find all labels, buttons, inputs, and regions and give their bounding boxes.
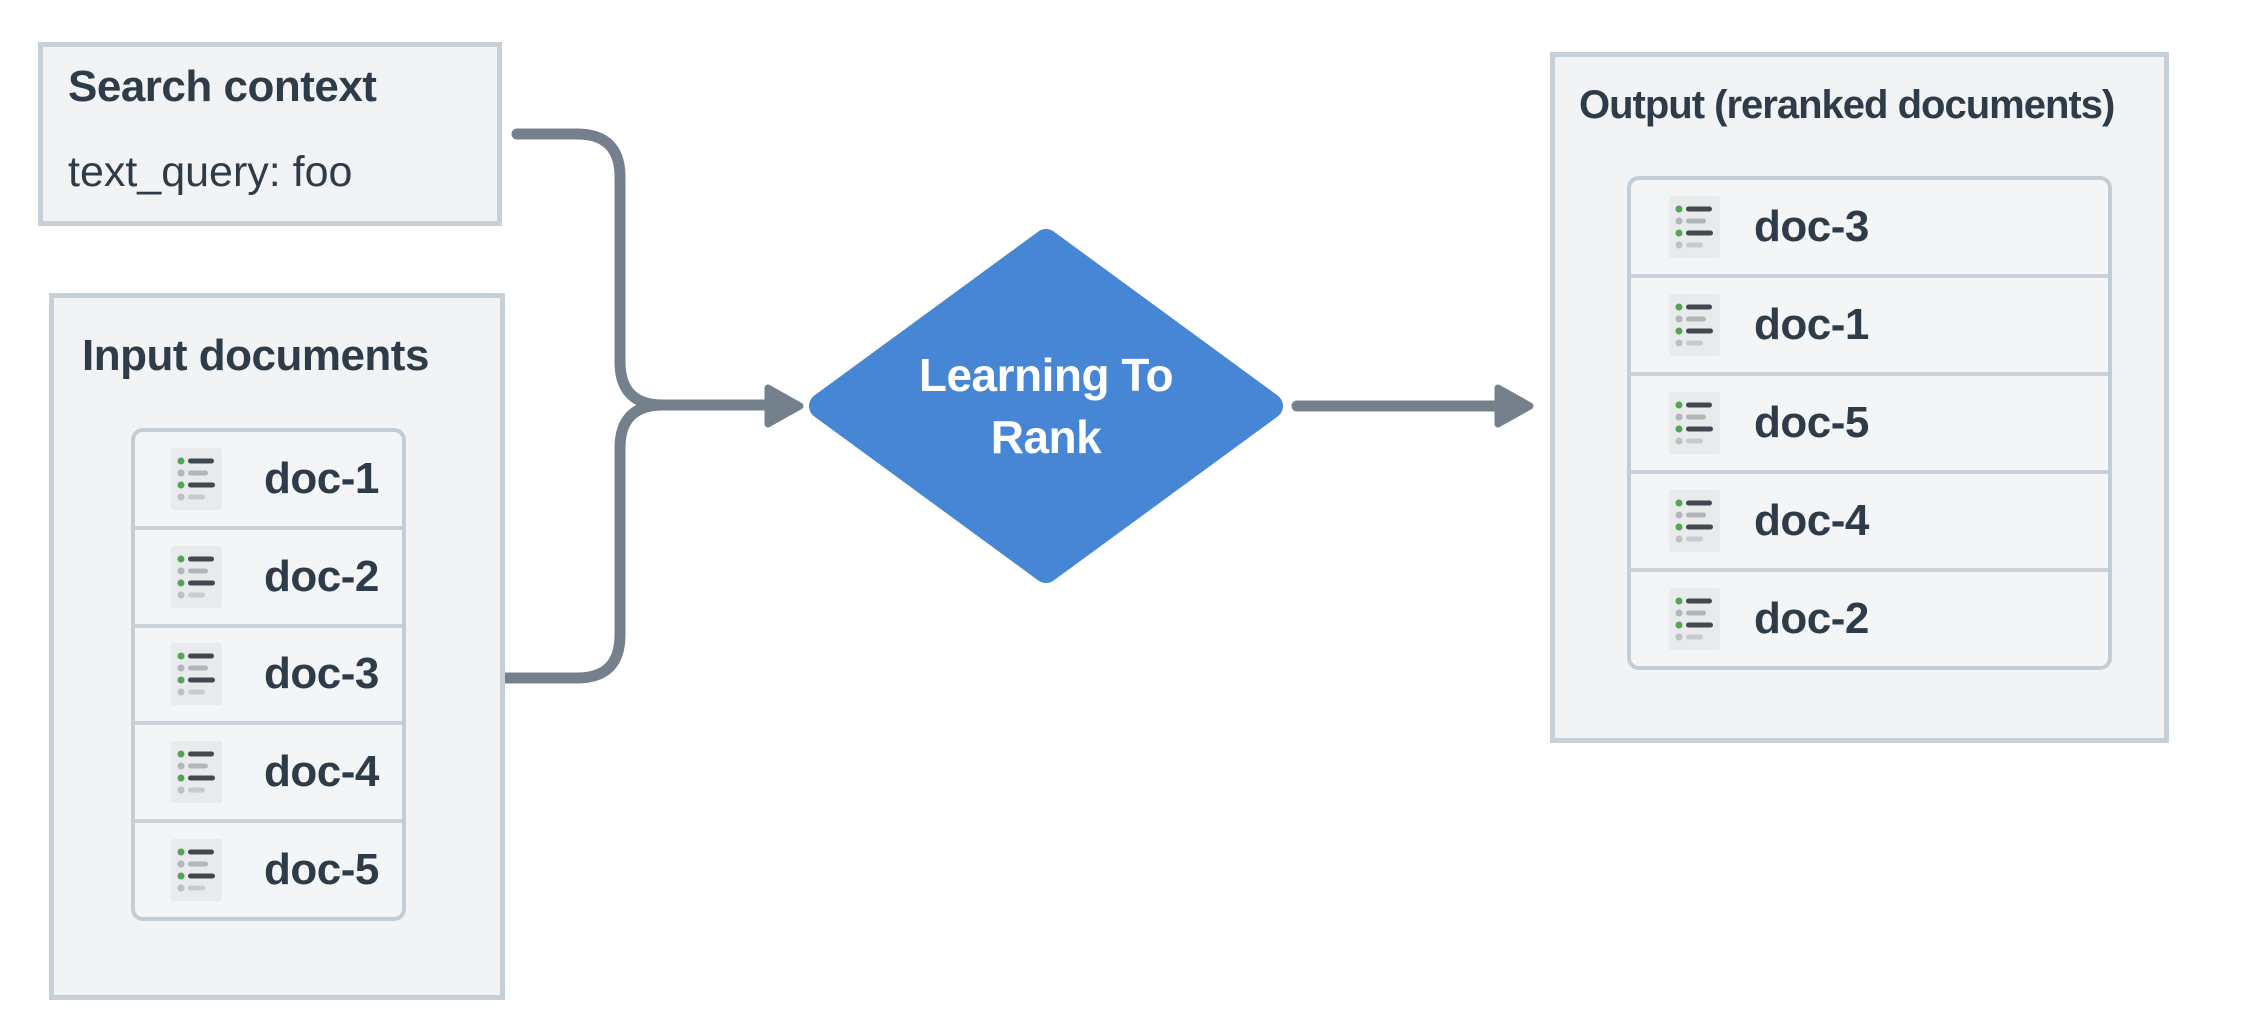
bulleted-list-document-icon: [1669, 196, 1720, 258]
input-documents-panel: Input documents doc-1 doc-2 doc-3: [49, 293, 505, 1000]
arrowhead-into-node: [764, 384, 804, 428]
list-item: doc-4: [1631, 470, 2108, 568]
doc-label: doc-1: [264, 453, 379, 503]
list-item: doc-1: [135, 432, 402, 526]
bulleted-list-document-icon: [171, 839, 222, 902]
learning-to-rank-node: Learning To Rank: [846, 342, 1246, 470]
bulleted-list-document-icon: [171, 741, 222, 804]
doc-label: doc-3: [1754, 202, 1869, 251]
doc-label: doc-4: [1754, 496, 1869, 545]
list-item: doc-3: [1631, 180, 2108, 274]
bulleted-list-document-icon: [171, 447, 222, 510]
list-item: doc-5: [1631, 372, 2108, 470]
arrow-from-input-documents: [498, 399, 774, 684]
search-context-panel: Search context text_query: foo: [38, 42, 502, 226]
input-documents-list: doc-1 doc-2 doc-3 doc-4: [131, 428, 406, 921]
bulleted-list-document-icon: [1669, 294, 1720, 356]
bulleted-list-document-icon: [1669, 588, 1720, 650]
list-item: doc-2: [1631, 568, 2108, 666]
bulleted-list-document-icon: [171, 643, 222, 706]
doc-label: doc-3: [264, 649, 379, 699]
input-documents-title: Input documents: [82, 331, 429, 380]
list-item: doc-5: [135, 819, 402, 917]
arrow-from-search-context: [511, 128, 774, 411]
list-item: doc-2: [135, 525, 402, 624]
learning-to-rank-node-shape: [809, 229, 1283, 583]
doc-label: doc-5: [1754, 398, 1869, 447]
list-item: doc-4: [135, 721, 402, 819]
search-context-title: Search context: [68, 62, 377, 111]
node-label-line1: Learning To: [918, 349, 1174, 401]
doc-label: doc-4: [264, 747, 379, 797]
output-panel: Output (reranked documents) doc-3 doc-1 …: [1550, 52, 2169, 743]
doc-label: doc-1: [1754, 300, 1869, 349]
doc-label: doc-2: [264, 551, 379, 601]
arrowhead-into-output: [1494, 384, 1534, 428]
bulleted-list-document-icon: [1669, 490, 1720, 552]
doc-label: doc-2: [1754, 594, 1869, 643]
output-documents-list: doc-3 doc-1 doc-5 doc-4: [1627, 176, 2112, 670]
text-query-value: text_query: foo: [68, 148, 353, 196]
output-title: Output (reranked documents): [1579, 83, 2115, 127]
list-item: doc-1: [1631, 274, 2108, 372]
list-item: doc-3: [135, 623, 402, 722]
doc-label: doc-5: [264, 845, 379, 895]
node-label-line2: Rank: [990, 411, 1102, 463]
bulleted-list-document-icon: [171, 545, 222, 608]
bulleted-list-document-icon: [1669, 392, 1720, 454]
